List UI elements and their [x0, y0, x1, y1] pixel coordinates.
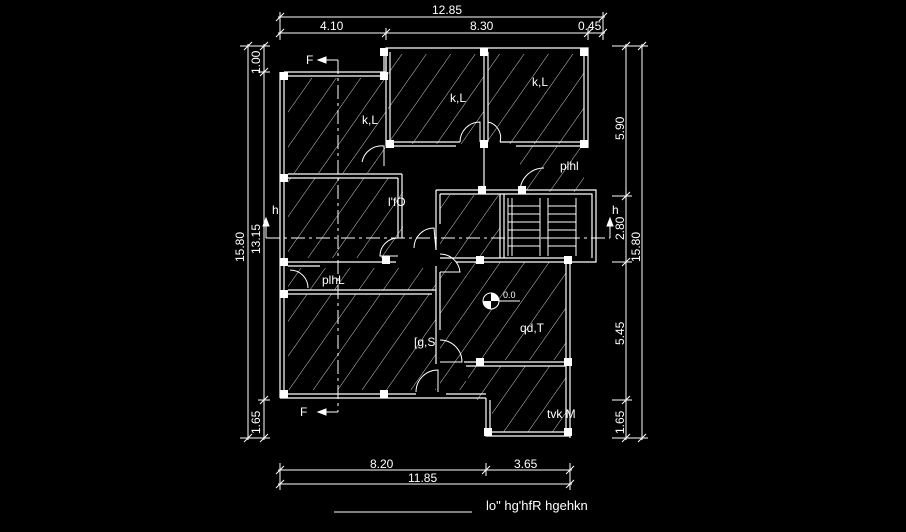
dim-bottom-right: 3.65 — [514, 457, 538, 471]
level-value: 0.0 — [503, 290, 516, 300]
drawing-title: lo" hg'hfR hgehkn — [486, 498, 588, 513]
dim-bottom-left: 8.20 — [370, 457, 394, 471]
room-label-kl-left: k,L — [362, 113, 378, 127]
dim-left-mid: 13.15 — [249, 224, 263, 254]
room-label-plhl-left: plhL — [322, 273, 345, 287]
dim-top-left: 4.10 — [320, 19, 344, 33]
dim-right-bottom: 1.65 — [613, 410, 627, 434]
door-swings — [289, 121, 545, 393]
section-arrows — [262, 56, 614, 416]
dim-bottom-total: 11.85 — [408, 471, 437, 485]
dim-top-total: 12.85 — [432, 3, 462, 17]
dim-left-bottom: 1.65 — [249, 410, 263, 434]
dim-left-total: 15.80 — [233, 232, 247, 262]
dim-right-mid: 5.45 — [613, 321, 627, 345]
section-mark-f-top: F — [306, 53, 313, 67]
hatched-areas — [288, 54, 584, 432]
room-label-kl-mid: k,L — [450, 91, 466, 105]
room-label-lfo: l'fO — [388, 195, 406, 209]
room-label-qdt: qd,T — [520, 321, 545, 335]
dim-top-right: 0.45 — [578, 19, 602, 33]
section-lines — [266, 60, 610, 412]
section-mark-h-right: h — [612, 203, 619, 217]
dim-right-total: 15.80 — [629, 232, 643, 262]
dim-right-top: 5.90 — [613, 116, 627, 140]
section-mark-f-bottom: F — [300, 405, 307, 419]
room-label-tvkm: tvk M — [547, 407, 576, 421]
stair — [507, 198, 577, 256]
dim-top-mid: 8.30 — [470, 19, 494, 33]
dim-right-stair: 2.80 — [613, 216, 627, 240]
room-label-kl-right: k,L — [532, 75, 548, 89]
right-dimension-lines — [612, 41, 648, 443]
level-marker-icon — [482, 292, 520, 310]
section-mark-h-left: h — [272, 203, 279, 217]
bottom-dimension-lines — [275, 463, 575, 490]
room-label-plhl-right: plhl — [560, 159, 579, 173]
left-dimension-lines — [240, 41, 270, 443]
columns — [280, 48, 588, 436]
room-label-gs: [g,S — [414, 335, 435, 349]
dim-left-top: 1.00 — [249, 50, 263, 74]
top-dimension-lines — [275, 12, 608, 40]
